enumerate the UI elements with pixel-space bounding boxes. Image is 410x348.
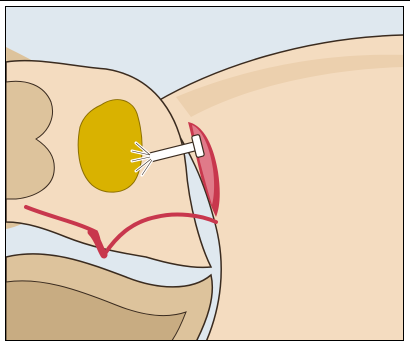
anatomical-illustration <box>6 7 404 341</box>
illustration-frame <box>5 6 404 341</box>
top-border-rule <box>0 0 410 1</box>
yellow-pocket <box>78 100 142 193</box>
